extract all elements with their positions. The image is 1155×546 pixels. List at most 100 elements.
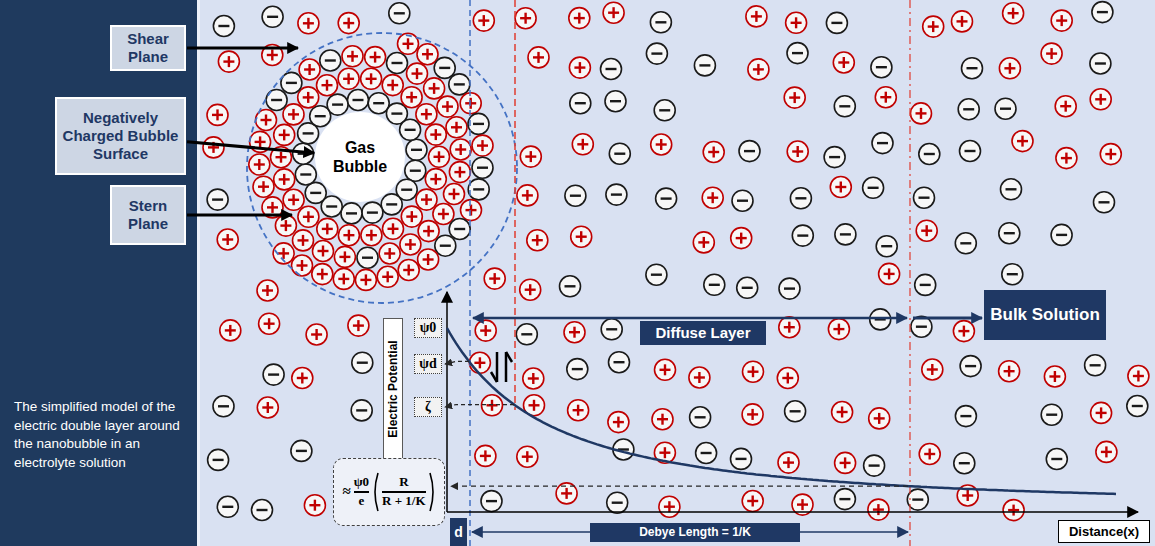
length-label: Debye Length = 1/K (590, 523, 800, 542)
ion-sign (271, 202, 273, 213)
ion-circle (313, 241, 334, 262)
distance-marker: d (450, 518, 467, 546)
ion-sign (606, 68, 617, 70)
ion-circle (863, 177, 884, 198)
cation-symbol (693, 232, 714, 253)
ion-sign (614, 152, 625, 154)
ion-circle (743, 361, 764, 382)
ion-circle (469, 352, 490, 373)
ion-circle (446, 117, 467, 138)
ion-sign (392, 80, 394, 91)
anion-symbol (348, 90, 369, 111)
ion-sign (1012, 505, 1014, 516)
ion-sign (292, 194, 294, 205)
ion-circle (207, 104, 228, 125)
cation-symbol (828, 319, 849, 340)
ion-circle (703, 142, 724, 163)
harpoon-symbol (496, 352, 499, 382)
ion-sign (614, 361, 625, 363)
ion-sign (301, 373, 303, 384)
anion-symbol (737, 277, 758, 298)
ion-circle (833, 52, 854, 73)
ion-circle (1096, 441, 1117, 462)
anion-symbol (607, 492, 628, 513)
anion-symbol (291, 440, 312, 461)
cation-symbol (784, 87, 805, 108)
parenthesis (430, 473, 433, 511)
ion-circle (1091, 402, 1112, 423)
ion-circle (355, 269, 376, 290)
ion-sign (961, 16, 963, 27)
anion-symbol (872, 133, 893, 154)
ion-circle (609, 143, 630, 164)
ion-circle (338, 13, 359, 34)
cation-symbol (520, 279, 541, 300)
ion-sign (283, 174, 285, 185)
cation-symbol (313, 241, 334, 262)
anion-symbol (387, 53, 408, 74)
anion-symbol (405, 160, 426, 181)
ion-circle (1046, 449, 1067, 470)
ion-sign (912, 498, 923, 500)
cation-symbol (830, 177, 851, 198)
ion-circle (876, 236, 897, 257)
ion-sign (752, 366, 754, 377)
cation-symbol (1003, 3, 1024, 24)
ion-circle (320, 50, 341, 71)
ion-sign (840, 233, 851, 235)
anion-symbol (954, 453, 975, 474)
ion-circle (1056, 148, 1077, 169)
anion-symbol (1051, 224, 1072, 245)
ion-sign (442, 209, 444, 220)
ion-sign (790, 410, 801, 412)
ion-circle (352, 352, 373, 373)
anion-symbol (567, 359, 588, 380)
cation-symbol (869, 408, 890, 429)
ion-sign (1012, 8, 1014, 19)
ion-circle (1041, 404, 1062, 425)
ion-sign (351, 51, 353, 62)
cation-symbol (249, 154, 270, 175)
ion-sign (373, 102, 384, 104)
ion-circle (732, 190, 753, 211)
ion-circle (292, 255, 313, 276)
ion-circle (351, 400, 372, 421)
ion-circle (999, 58, 1020, 79)
ion-sign (307, 18, 309, 29)
ion-sign (410, 92, 412, 103)
ion-circle (777, 368, 798, 389)
ion-sign (929, 449, 931, 460)
ion-sign (877, 504, 879, 515)
ion-circle (379, 243, 400, 264)
ion-circle (520, 279, 541, 300)
ion-sign (839, 498, 850, 500)
ion-sign (485, 325, 487, 336)
ion-sign (321, 269, 323, 280)
anion-symbol (281, 72, 302, 93)
ion-sign (712, 192, 714, 203)
ion-circle (283, 189, 304, 210)
cation-symbol (1012, 131, 1033, 152)
formula-box: ≈ψ0eRR + 1/K (333, 458, 445, 526)
cation-symbol (517, 446, 538, 467)
potential-label: ψd (414, 354, 442, 374)
cation-symbol (253, 176, 274, 197)
ion-circle (527, 230, 548, 251)
cation-symbol (655, 359, 676, 380)
ion-circle (213, 396, 234, 417)
ion-sign (283, 129, 285, 140)
cation-symbol (1003, 500, 1024, 521)
cation-symbol (523, 368, 544, 389)
cation-symbol (879, 263, 900, 284)
cation-symbol (569, 8, 590, 29)
ion-circle (213, 16, 234, 37)
ion-sign (438, 151, 440, 162)
ion-circle (450, 139, 471, 160)
ion-circle (1090, 53, 1111, 74)
ion-sign (267, 402, 269, 413)
ion-sign (744, 150, 755, 152)
ion-circle (357, 247, 378, 268)
cation-symbol (338, 225, 359, 246)
anion-symbol (690, 407, 711, 428)
